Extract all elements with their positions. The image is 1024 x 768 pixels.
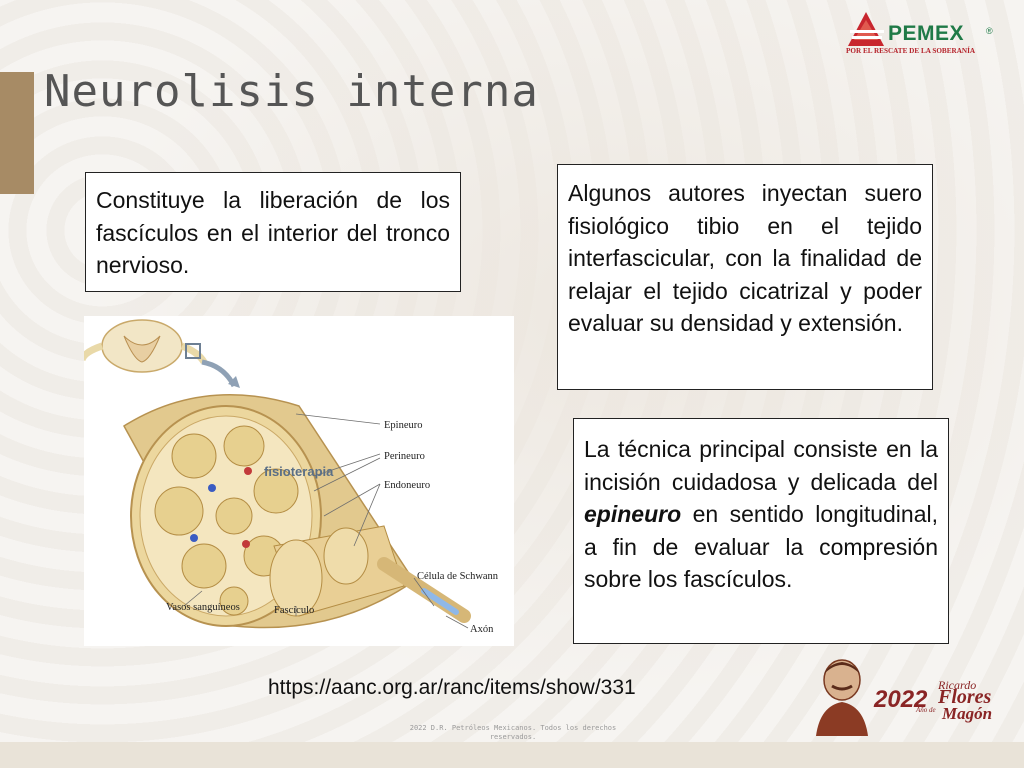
- slide-title: Neurolisis interna: [44, 66, 539, 117]
- emblem-anio: Año de: [916, 706, 936, 714]
- pemex-eagle-icon: [848, 12, 884, 46]
- technique-text-before: La técnica principal consiste en la inci…: [584, 436, 938, 495]
- label-epineuro: Epineuro: [384, 420, 423, 431]
- pemex-logo: PEMEX ® POR EL RESCATE DE LA SOBERANÍA: [846, 10, 996, 60]
- label-vasos: Vasos sanguíneos: [166, 602, 240, 613]
- source-url[interactable]: https://aanc.org.ar/ranc/items/show/331: [268, 676, 636, 699]
- zoom-arrow-icon: [201, 359, 237, 388]
- title-accent-bar: [0, 72, 34, 194]
- ricardo-flores-magon-emblem: 2022 Año de Ricardo Flores Magón: [810, 656, 1000, 736]
- label-axon: Axón: [470, 624, 494, 635]
- nerve-trunk: [123, 394, 471, 629]
- portrait-icon: [816, 659, 868, 736]
- emblem-name-mid: Flores: [938, 686, 992, 708]
- emblem-name-last: Magón: [942, 704, 993, 723]
- spinal-cord-icon: [84, 319, 208, 373]
- definition-textbox: Constituye la liberación de los fascícul…: [85, 172, 461, 292]
- footer-band: [0, 742, 1024, 768]
- pemex-wordmark: PEMEX: [888, 22, 965, 45]
- technique-textbox: La técnica principal consiste en la inci…: [573, 418, 949, 644]
- technique-text-after: en sentido longitudinal, a fin de evalua…: [584, 501, 938, 592]
- nerve-illustration: fisioterapia Epineuro Perineuro Endoneur…: [84, 319, 499, 635]
- pemex-tagline: POR EL RESCATE DE LA SOBERANÍA: [846, 47, 976, 55]
- label-fasciculo: Fascículo: [274, 605, 314, 616]
- nerve-anatomy-diagram: fisioterapia Epineuro Perineuro Endoneur…: [84, 316, 514, 646]
- saline-injection-textbox: Algunos autores inyectan suero fisiológi…: [557, 164, 933, 390]
- copyright-notice: 2022 D.R. Petróleos Mexicanos. Todos los…: [409, 724, 617, 741]
- technique-text-emphasis: epineuro: [584, 501, 682, 527]
- diagram-watermark: fisioterapia: [264, 464, 334, 479]
- label-perineuro: Perineuro: [384, 451, 425, 462]
- label-endoneuro: Endoneuro: [384, 480, 430, 491]
- label-schwann: Célula de Schwann: [417, 571, 499, 582]
- registered-mark: ®: [986, 26, 993, 36]
- emblem-name-first: Ricardo: [938, 678, 977, 692]
- emblem-year: 2022: [874, 686, 928, 713]
- leader-lines: [183, 413, 469, 629]
